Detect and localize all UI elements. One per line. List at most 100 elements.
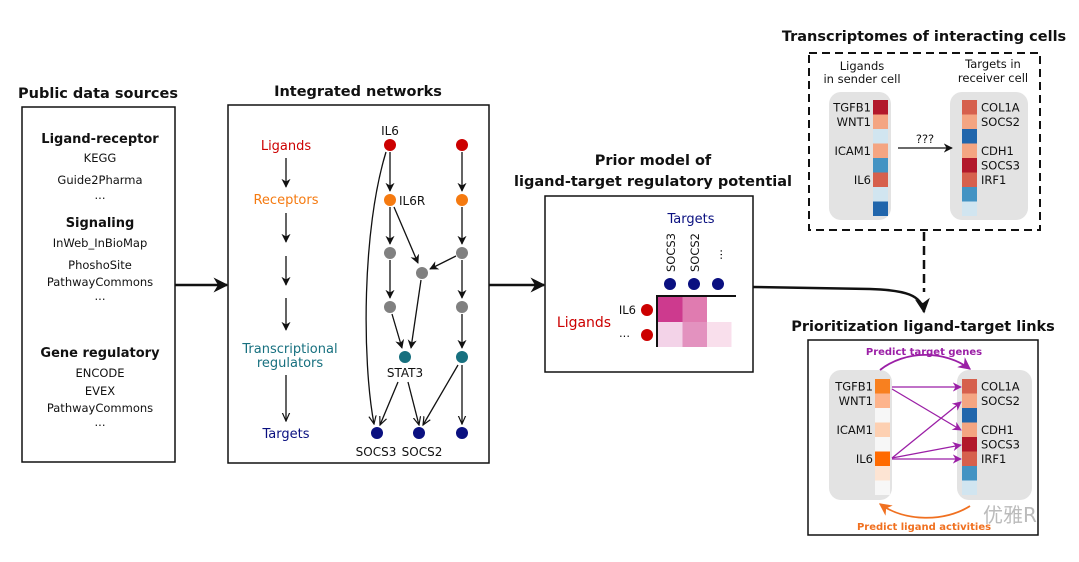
heatmap-cell [658,322,683,347]
expression-cell [875,480,890,495]
signaling-node [456,247,468,259]
ligand-node [641,304,653,316]
heatmap-cell [707,297,732,322]
source-item: ... [95,415,106,429]
receiver-label: Targets in [964,57,1021,71]
target-col-label: SOCS2 [688,233,702,272]
expression-cell [875,408,890,423]
unknown-link-label: ??? [916,132,934,146]
heatmap-cell [707,322,732,347]
expression-cell [962,172,977,187]
source-item: ENCODE [75,366,124,380]
public-data-sources-panel: Public data sources Ligand-receptor KEGG… [18,86,178,463]
target-node [688,278,700,290]
expression-cell [875,422,890,437]
expression-cell [962,480,977,495]
source-item: InWeb_InBioMap [53,236,148,250]
expression-cell [873,158,888,173]
expression-cell [873,143,888,158]
expression-cell [875,393,890,408]
predict-target-genes-label: Predict target genes [866,347,982,358]
gene-label: CDH1 [981,423,1014,437]
group-title: Ligand-receptor [41,132,159,147]
level-regulators: regulators [257,356,324,371]
expression-cell [873,201,888,216]
level-regulators: Transcriptional [241,342,337,357]
expression-cell [962,129,977,144]
source-item: EVEX [85,384,115,398]
group-title: Signaling [66,216,135,231]
gene-label: SOCS3 [981,437,1020,451]
prioritization-panel: Prioritization ligand-target links TGFB1… [791,319,1055,536]
gene-label: COL1A [981,100,1020,114]
gene-label: ICAM1 [834,144,871,158]
heatmap-cell [682,322,707,347]
gene-label: IRF1 [981,173,1006,187]
panel-title: Transcriptomes of interacting cells [782,29,1066,45]
source-item: PhoshoSite [68,258,132,272]
sender-label: in sender cell [823,72,900,86]
ligand-node [384,139,396,151]
gene-label: TGFB1 [834,379,873,393]
panel-title: Prioritization ligand-target links [791,319,1055,335]
source-item: ... [95,188,106,202]
expression-cell [962,201,977,216]
target-node [712,278,724,290]
expression-cell [873,100,888,115]
signaling-node [416,267,428,279]
expression-cell [962,408,977,423]
ligands-axis-label: Ligands [557,315,611,331]
gene-label: WNT1 [837,115,871,129]
receptor-node [456,194,468,206]
gene-label: SOCS3 [981,158,1020,172]
receptor-node [384,194,396,206]
expression-cell [875,466,890,481]
target-node [456,427,468,439]
heatmap-cell [658,297,683,322]
target-node [371,427,383,439]
expression-cell [873,129,888,144]
flow-arrow [752,285,930,314]
signaling-node [456,301,468,313]
level-arrows [281,151,467,425]
node-label-socs3: SOCS3 [356,445,397,459]
transcriptomes-panel: Transcriptomes of interacting cells Liga… [782,29,1066,231]
group-title: Gene regulatory [40,346,160,361]
expression-cell [875,451,890,466]
node-label-il6r: IL6R [399,194,425,208]
level-targets: Targets [262,427,310,442]
expression-cell [962,187,977,202]
gene-label: CDH1 [981,144,1014,158]
gene-label: IL6 [856,452,873,466]
expression-cell [962,466,977,481]
gene-label: IRF1 [981,452,1006,466]
gene-label: ICAM1 [836,423,873,437]
source-item: PathwayCommons [47,275,153,289]
target-col-label: SOCS3 [664,233,678,272]
expression-cell [962,437,977,452]
regulator-node [399,351,411,363]
expression-cell [962,393,977,408]
gene-label: SOCS2 [981,115,1020,129]
gene-label: IL6 [854,173,871,187]
expression-cell [962,100,977,115]
gene-label: TGFB1 [832,100,871,114]
node-label-socs2: SOCS2 [402,445,443,459]
expression-cell [962,451,977,466]
prior-model-panel: Prior model of ligand-target regulatory … [514,153,792,373]
node-label-stat3: STAT3 [387,366,423,380]
expression-cell [962,158,977,173]
expression-cell [962,379,977,394]
integrated-networks-panel: Integrated networks Ligands Receptors Tr… [227,84,490,464]
node-label-il6: IL6 [381,124,399,138]
ligand-node [456,139,468,151]
target-node [664,278,676,290]
gene-label: SOCS2 [981,394,1020,408]
expression-cell [873,172,888,187]
level-receptors: Receptors [253,193,318,208]
source-item: Guide2Pharma [57,173,142,187]
expression-cell [875,437,890,452]
